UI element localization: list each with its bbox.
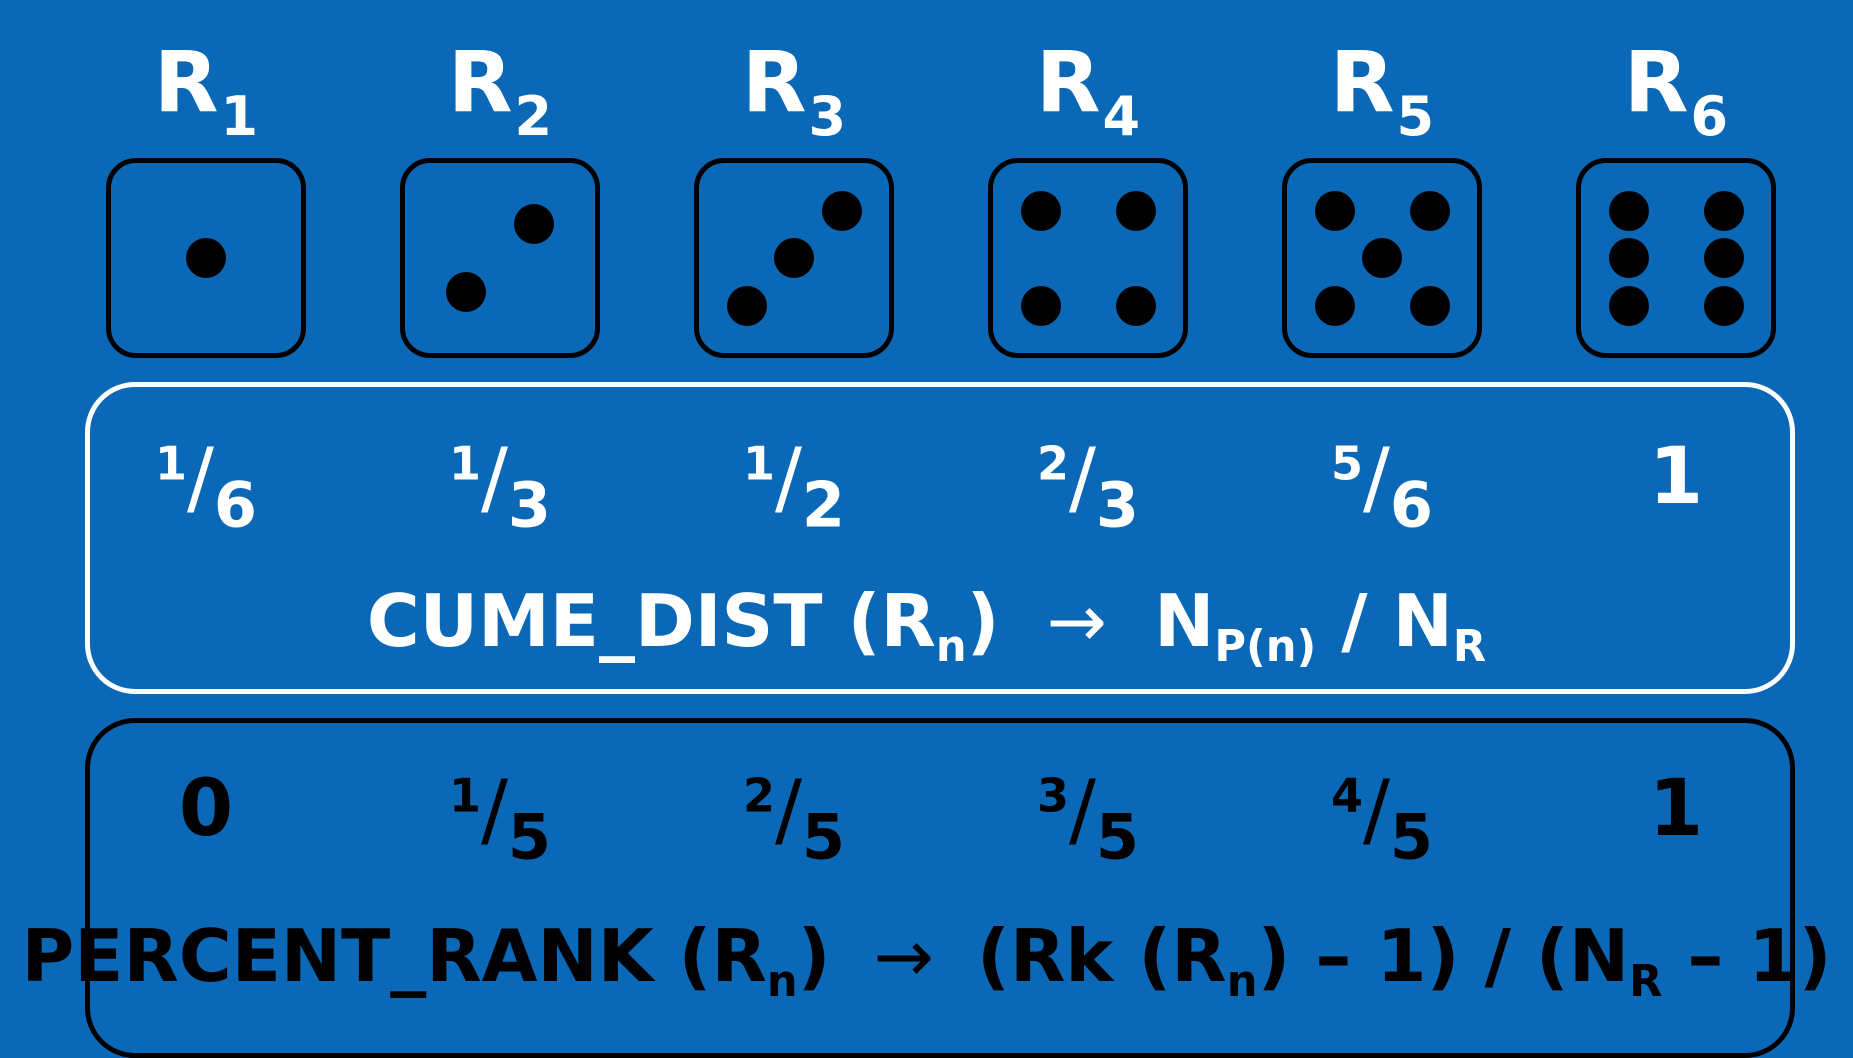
- cume-dist-value-3: 1/2: [742, 431, 846, 542]
- die-pip: [1314, 285, 1355, 326]
- percent-rank-value-3: 2/5: [742, 763, 846, 874]
- cume-dist-value-6: 1: [1648, 432, 1704, 522]
- die-face-5: [1282, 158, 1482, 358]
- die-pip: [1409, 285, 1450, 326]
- die-pip: [1020, 285, 1061, 326]
- die-pip: [726, 285, 767, 326]
- percent-rank-box: [85, 718, 1795, 1058]
- die-face-6: [1576, 158, 1776, 358]
- cume-dist-value-4: 2/3: [1036, 431, 1140, 542]
- die-pip: [1703, 285, 1744, 326]
- row-label-5: R5: [1329, 33, 1435, 149]
- percent-rank-formula: PERCENT_RANK (Rn) → (Rk (Rn) – 1) / (NR …: [21, 914, 1832, 1008]
- row-label-4: R4: [1035, 33, 1141, 149]
- die-pip: [1703, 190, 1744, 231]
- row-label-6: R6: [1623, 33, 1729, 149]
- die-pip: [1314, 190, 1355, 231]
- die-pip: [445, 272, 486, 313]
- die-pip: [1703, 238, 1744, 278]
- percent-rank-value-6: 1: [1648, 764, 1704, 854]
- die-pip: [1409, 190, 1450, 231]
- row-label-2: R2: [447, 33, 553, 149]
- die-pip: [1115, 285, 1156, 326]
- die-face-2: [400, 158, 600, 358]
- row-label-3: R3: [741, 33, 847, 149]
- die-face-3: [694, 158, 894, 358]
- die-pip: [774, 238, 814, 278]
- cume-dist-value-5: 5/6: [1330, 431, 1434, 542]
- percent-rank-value-1: 0: [178, 764, 234, 854]
- die-pip: [1362, 238, 1402, 278]
- die-pip: [514, 203, 555, 244]
- percent-rank-value-5: 4/5: [1330, 763, 1434, 874]
- die-pip: [1608, 285, 1649, 326]
- die-pip: [1608, 238, 1649, 278]
- die-pip: [1608, 190, 1649, 231]
- die-face-4: [988, 158, 1188, 358]
- die-pip: [821, 190, 862, 231]
- cume-dist-formula: CUME_DIST (Rn) → NP(n) / NR: [366, 579, 1487, 673]
- row-label-1: R1: [153, 33, 259, 149]
- cume-dist-box: [85, 382, 1795, 694]
- percent-rank-value-4: 3/5: [1036, 763, 1140, 874]
- die-pip: [1020, 190, 1061, 231]
- cume-dist-value-2: 1/3: [448, 431, 552, 542]
- percent-rank-value-2: 1/5: [448, 763, 552, 874]
- die-face-1: [106, 158, 306, 358]
- die-pip: [186, 238, 226, 278]
- die-pip: [1115, 190, 1156, 231]
- cume-dist-value-1: 1/6: [154, 431, 258, 542]
